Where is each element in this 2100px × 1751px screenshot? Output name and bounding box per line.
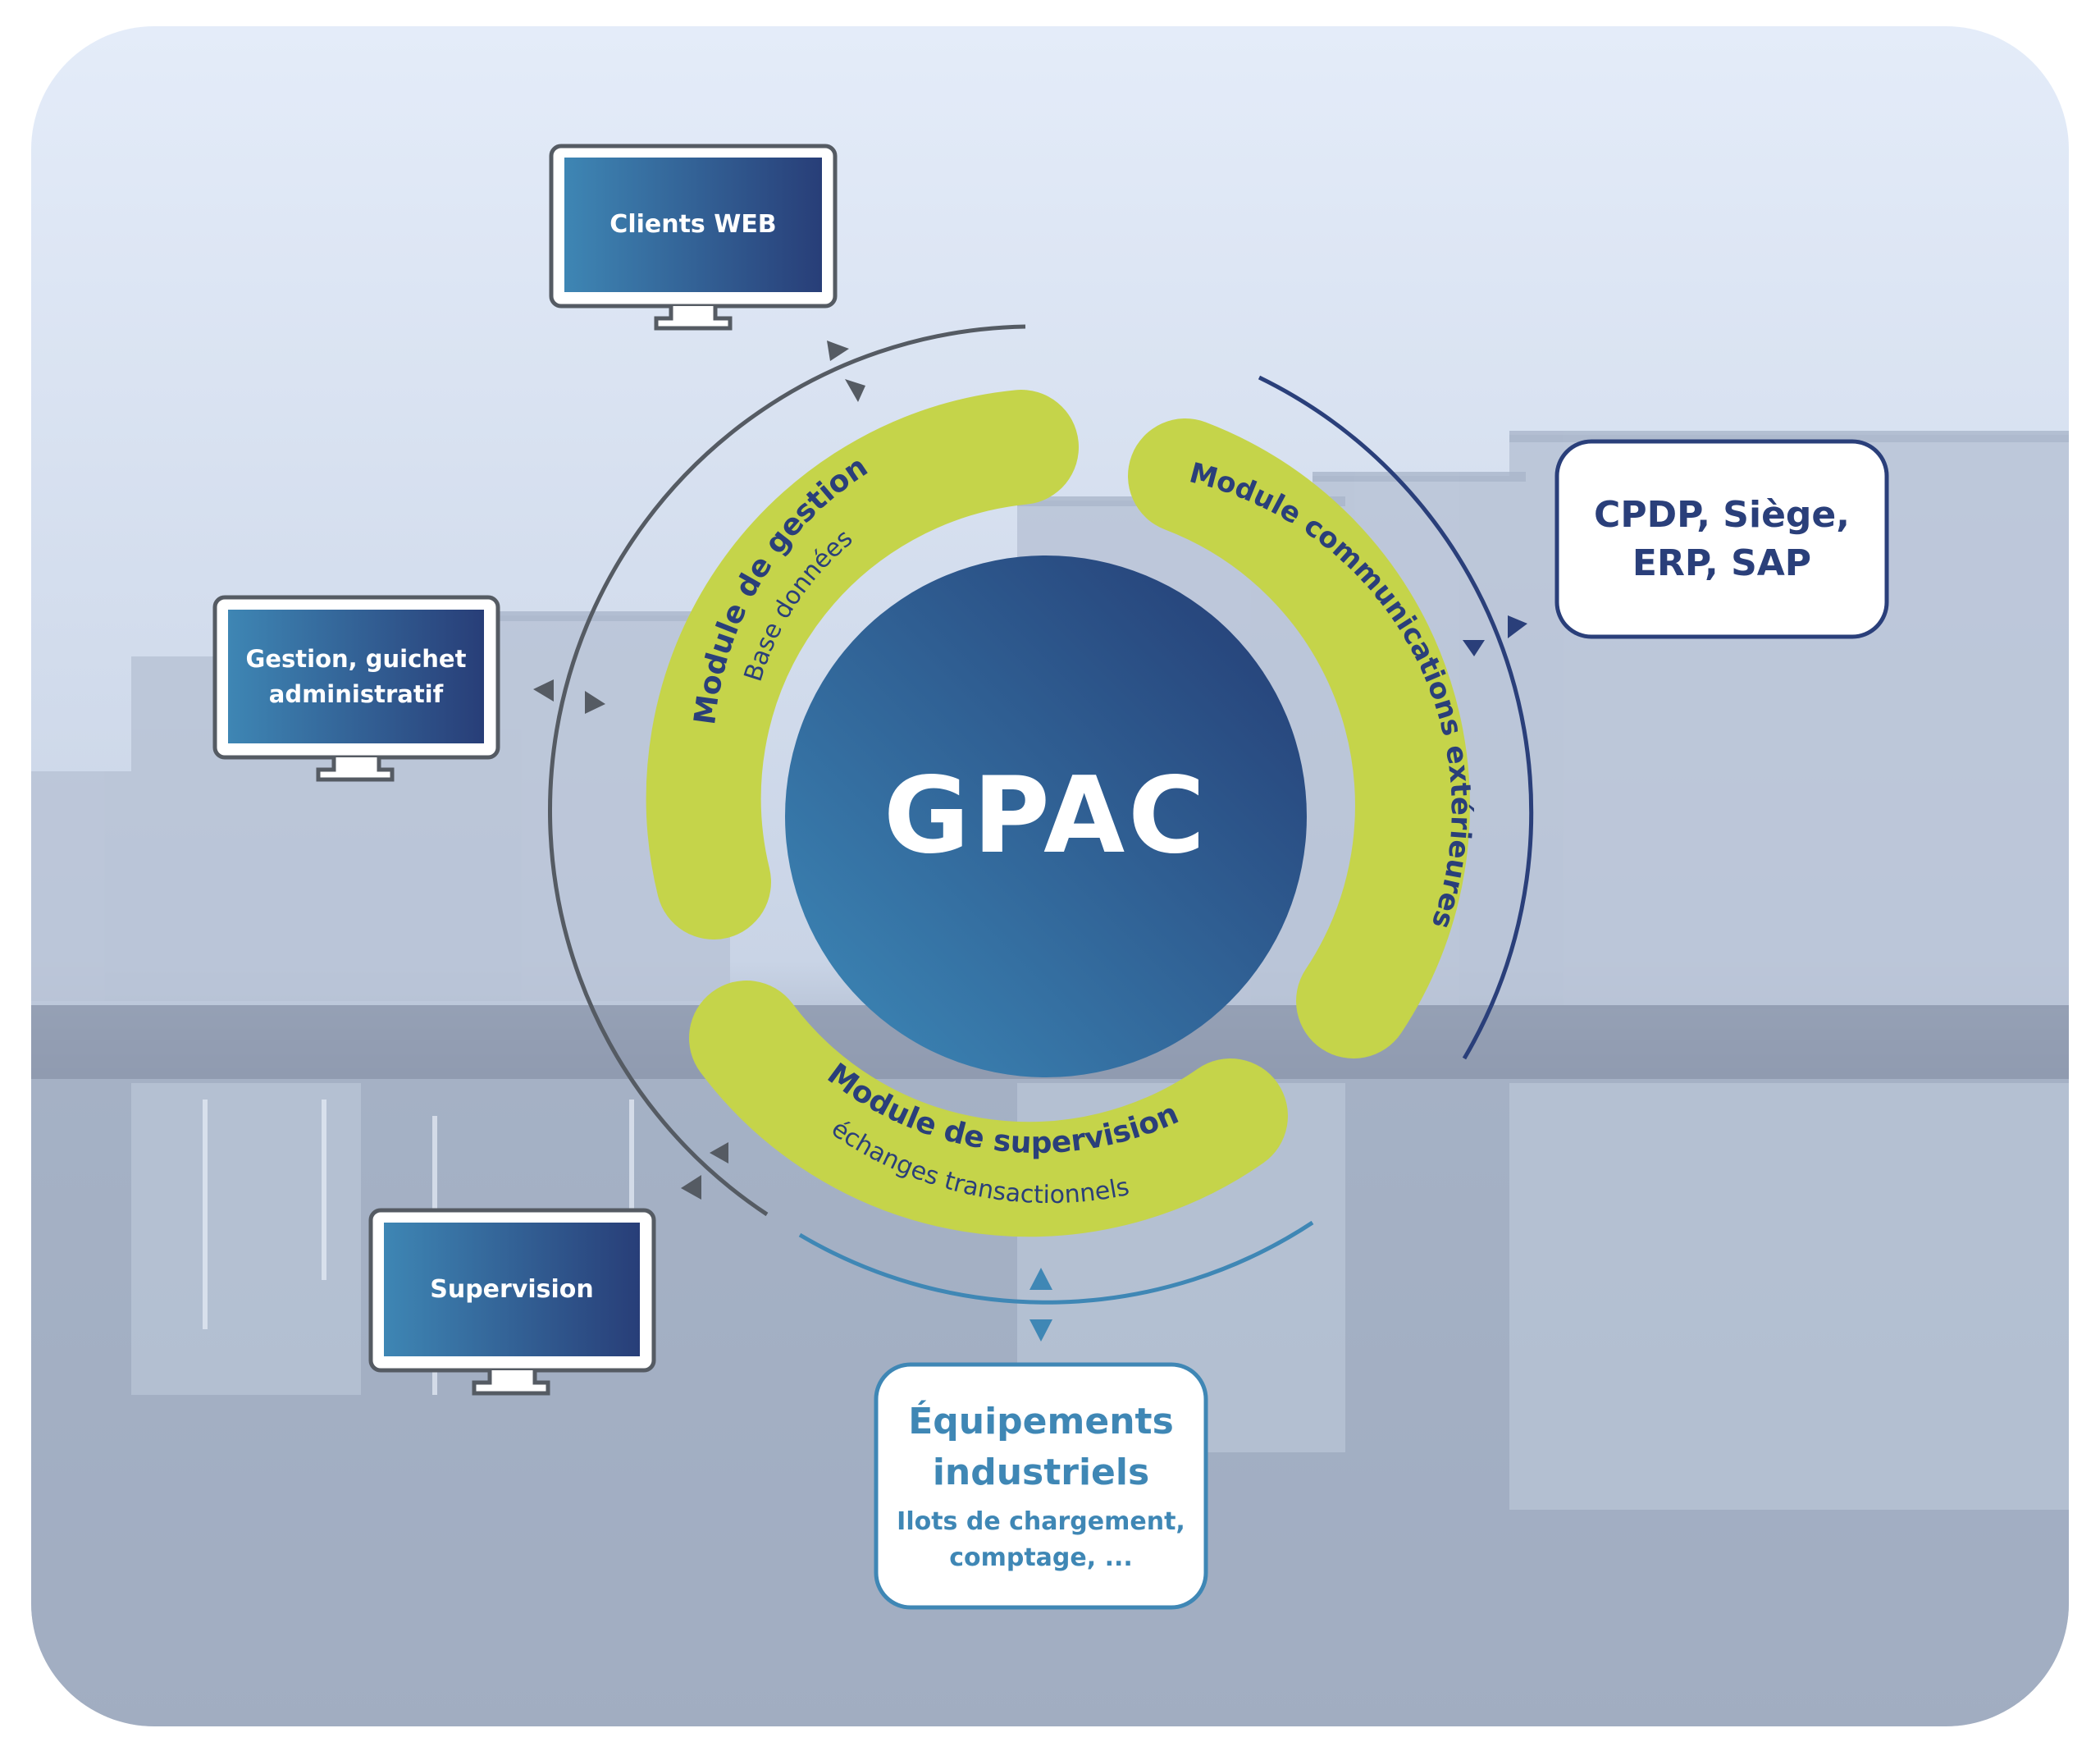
monitor-clients-web	[549, 144, 838, 331]
box-cpdp-line1: CPDP, Siège,	[1594, 493, 1850, 536]
box-cpdp-line2: ERP, SAP	[1632, 542, 1812, 584]
box-cpdp: CPDP, Siège, ERP, SAP	[1561, 446, 1883, 633]
arrow-down-icon	[1463, 640, 1485, 656]
outer-arc-right	[1258, 375, 1534, 1060]
outer-arc-bottom	[798, 1220, 1314, 1305]
monitor-label-clients-web: Clients WEB	[609, 210, 777, 240]
arrow-left-icon	[710, 1142, 728, 1164]
arrow-down-icon	[1029, 1319, 1052, 1342]
arrow-down-icon	[845, 379, 865, 402]
gpac-title: GPAC	[883, 755, 1209, 877]
box-equipements-border	[874, 1362, 1208, 1610]
box-cpdp-border	[1554, 439, 1889, 639]
arrow-up-icon	[827, 341, 849, 361]
module-communications-band	[1128, 418, 1470, 1058]
box-equipements-sub2: comptage, ...	[949, 1543, 1133, 1572]
outer-arc-left	[547, 324, 1026, 1217]
box-equipements: Équipements industriels Ilots de chargem…	[880, 1369, 1202, 1603]
arrow-left-icon	[681, 1175, 701, 1200]
arrow-up-icon	[1029, 1268, 1052, 1290]
monitor-gestion	[212, 595, 500, 782]
gpac-hub	[785, 555, 1307, 1077]
box-equipements-line2: industriels	[932, 1451, 1150, 1493]
arrow-right-icon	[585, 691, 605, 714]
box-equipements-sub1: Ilots de chargement,	[897, 1507, 1185, 1537]
monitor-label-gestion: Gestion, guichet administratif	[245, 645, 467, 708]
arrow-left-icon	[533, 679, 554, 702]
box-equipements-line1: Équipements	[908, 1400, 1174, 1442]
module-supervision-band	[689, 981, 1288, 1237]
monitor-label-supervision: Supervision	[430, 1274, 594, 1304]
monitor-supervision	[368, 1208, 656, 1396]
module-gestion-band	[646, 390, 1079, 940]
arrow-right-icon	[1508, 615, 1527, 638]
